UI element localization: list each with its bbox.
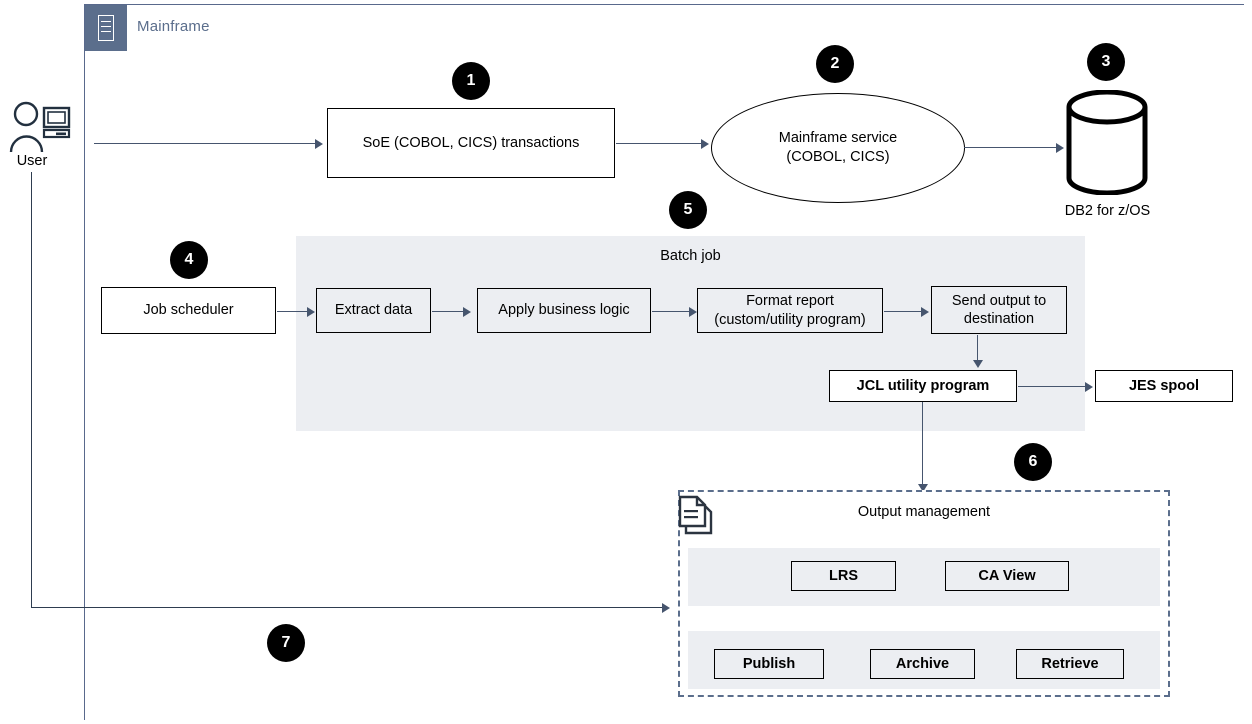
badge-6: 6 xyxy=(1014,443,1052,481)
connector-user-down xyxy=(31,172,33,608)
badge-1: 1 xyxy=(452,62,490,100)
arrowhead-logic-to-format xyxy=(689,306,697,317)
badge-3: 3 xyxy=(1087,43,1125,81)
connector-logic-to-format xyxy=(652,311,690,313)
db2-label: DB2 for z/OS xyxy=(1064,203,1151,219)
node-extract-data[interactable]: Extract data xyxy=(316,288,431,333)
mainframe-service-line-1: Mainframe service xyxy=(778,130,898,147)
node-apply-business-logic[interactable]: Apply business logic xyxy=(477,288,651,333)
arrowhead-soe-to-service xyxy=(701,138,709,149)
badge-5: 5 xyxy=(669,191,707,229)
connector-scheduler-to-extract xyxy=(277,311,308,313)
node-product-lrs[interactable]: LRS xyxy=(791,561,896,591)
arrowhead-send-to-jcl xyxy=(972,360,983,368)
connector-soe-to-service xyxy=(616,143,702,145)
arrowhead-extract-to-logic xyxy=(463,306,471,317)
send-output-line-2: destination xyxy=(963,311,1035,327)
connector-format-to-send xyxy=(884,311,922,313)
node-send-output[interactable]: Send output to destination xyxy=(931,286,1067,334)
arrowhead-user-to-output-management xyxy=(662,603,670,613)
node-mainframe-service[interactable]: Mainframe service (COBOL, CICS) xyxy=(711,93,965,203)
arrowhead-scheduler-to-extract xyxy=(307,306,315,317)
output-management-actions-band xyxy=(688,631,1160,689)
format-report-line-2: (custom/utility program) xyxy=(714,311,866,328)
send-output-line-1: Send output to xyxy=(951,292,1047,309)
node-jcl-utility-program[interactable]: JCL utility program xyxy=(829,370,1017,402)
node-jes-spool[interactable]: JES spool xyxy=(1095,370,1233,402)
node-soe-transactions[interactable]: SoE (COBOL, CICS) transactions xyxy=(327,108,615,178)
format-report-line-1: Format report xyxy=(746,293,834,310)
node-action-retrieve[interactable]: Retrieve xyxy=(1016,649,1124,679)
arrowhead-format-to-send xyxy=(921,306,929,317)
arrowhead-jcl-to-jes xyxy=(1085,381,1093,392)
mainframe-title: Mainframe xyxy=(137,18,210,35)
arrowhead-jcl-to-output-management xyxy=(917,484,928,492)
connector-jcl-to-output-management xyxy=(922,402,924,485)
connector-user-to-soe xyxy=(94,143,316,145)
node-action-archive[interactable]: Archive xyxy=(870,649,975,679)
arrowhead-user-to-soe xyxy=(315,138,323,149)
output-management-title: Output management xyxy=(857,504,991,520)
document-stack-icon xyxy=(676,492,720,540)
node-action-publish[interactable]: Publish xyxy=(714,649,824,679)
user-workstation-icon xyxy=(8,100,72,153)
mainframe-service-line-2: (COBOL, CICS) xyxy=(786,149,890,165)
batch-job-title: Batch job xyxy=(660,248,721,264)
node-job-scheduler[interactable]: Job scheduler xyxy=(101,287,276,334)
user-label: User xyxy=(16,153,48,169)
connector-extract-to-logic xyxy=(432,311,464,313)
mainframe-boundary xyxy=(84,4,1244,720)
connector-service-to-db2 xyxy=(964,147,1057,149)
node-product-ca-view[interactable]: CA View xyxy=(945,561,1069,591)
connector-send-to-jcl xyxy=(977,335,979,361)
node-format-report[interactable]: Format report (custom/utility program) xyxy=(697,288,883,333)
arrowhead-service-to-db2 xyxy=(1056,142,1064,153)
connector-jcl-to-jes xyxy=(1018,386,1086,388)
connector-user-to-output-management xyxy=(31,607,665,609)
output-management-products-band xyxy=(688,548,1160,606)
badge-2: 2 xyxy=(816,45,854,83)
badge-4: 4 xyxy=(170,241,208,279)
mainframe-server-icon xyxy=(85,5,127,51)
db2-cylinder-icon[interactable] xyxy=(1065,89,1149,196)
badge-7: 7 xyxy=(267,624,305,662)
